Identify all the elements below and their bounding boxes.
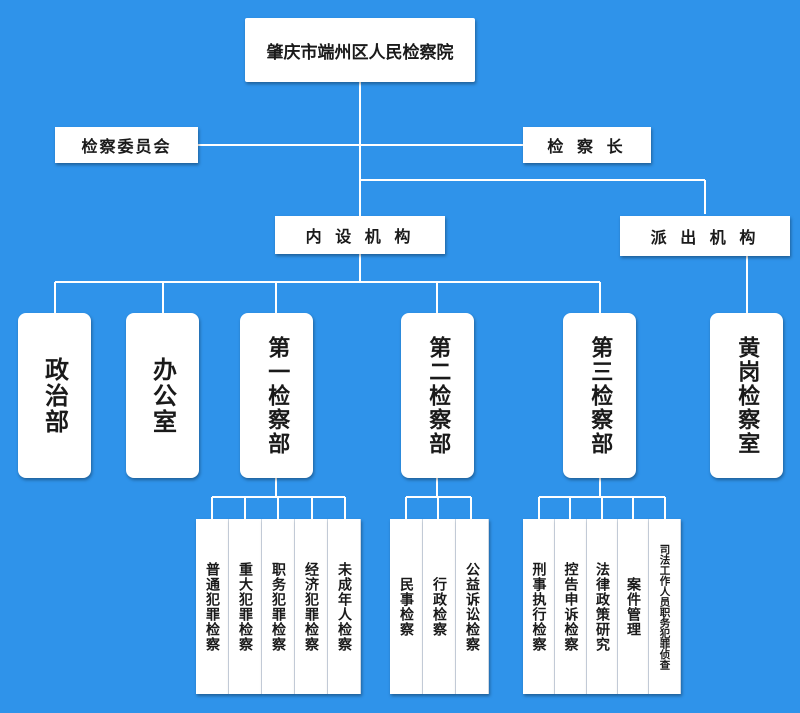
sub-second-0: 民事检察: [390, 519, 423, 694]
sub-second-2: 公益诉讼检察: [456, 519, 489, 694]
sub-third-4: 司法工作人员职务犯罪侦查: [649, 519, 681, 694]
root-node: 肇庆市端州区人民检察院: [245, 18, 475, 82]
chief-node: 检 察 长: [523, 127, 651, 163]
internal-node: 内 设 机 构: [275, 216, 445, 254]
committee-node: 检察委员会: [55, 127, 198, 163]
dept-third: 第三检察部: [563, 313, 636, 478]
sub-third-2: 法律政策研究: [587, 519, 618, 694]
dept-first: 第一检察部: [240, 313, 313, 478]
dept-second: 第二检察部: [401, 313, 474, 478]
sub-third-3: 案件管理: [618, 519, 649, 694]
dispatched-node: 派 出 机 构: [620, 216, 790, 256]
dept-office: 办公室: [126, 313, 199, 478]
sub-first-4: 未成年人检察: [328, 519, 361, 694]
sub-first-1: 重大犯罪检察: [229, 519, 262, 694]
dept-politics: 政治部: [18, 313, 91, 478]
dept-huanggang: 黄岗检察室: [710, 313, 783, 478]
sub-third-1: 控告申诉检察: [555, 519, 587, 694]
sub-first-0: 普通犯罪检察: [196, 519, 229, 694]
sub-third-0: 刑事执行检察: [523, 519, 555, 694]
sub-first-2: 职务犯罪检察: [262, 519, 295, 694]
sub-second-1: 行政检察: [423, 519, 456, 694]
sub-first-3: 经济犯罪检察: [295, 519, 328, 694]
